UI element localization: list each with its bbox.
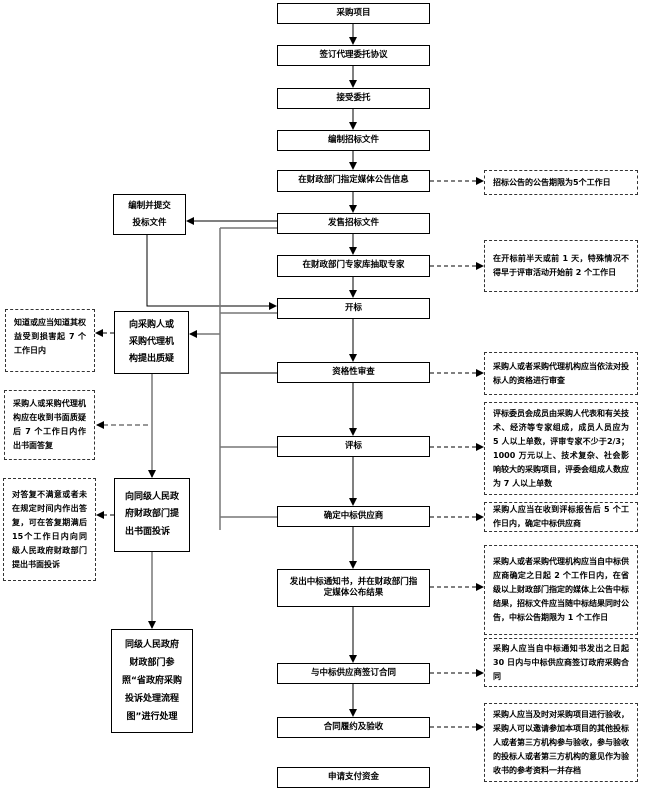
step-select-experts: 在财政部门专家库抽取专家 (277, 255, 430, 277)
note-evaluation-committee: 评标委员会成员由采购人代表和有关技术、经济等专家组成，成员人员应为 5 人以上单… (484, 402, 638, 495)
note-announcement-period: 招标公告的公告期限为5个工作日 (484, 170, 638, 195)
note-determine-winner: 采购人应当在收到评标报告后 5 个工作日内，确定中标供应商 (484, 502, 638, 532)
note-contract-signing: 采购人应当自中标通知书发出之日起 30 日内与中标供应商签订政府采购合同 (484, 638, 638, 687)
note-complaint-deadline: 对答复不满意或者未在规定时间内作出答复，可在答复期满后15个工作日内向同级人民政… (3, 478, 96, 581)
note-acceptance: 采购人应当及时对采购项目进行验收，采购人可以邀请参加本项目的其他投标人或者第三方… (484, 703, 638, 782)
step-bid-opening: 开标 (277, 298, 430, 319)
raise-query: 向采购人或采购代理机构提出质疑 (114, 311, 189, 374)
note-query-deadline: 知道或应当知道其权益受到损害起 7 个工作日内 (5, 309, 95, 372)
note-query-reply: 采购人或采购代理机构应在收到书面质疑后 7 个工作日内作出书面答复 (4, 390, 95, 460)
note-expert-selection: 在开标前半天或前 1 天，特殊情况不得早于评审活动开始前 2 个工作日 (484, 240, 638, 292)
complaint-handling: 同级人民政府财政部门参照“省政府采购投诉处理流程图”进行处理 (111, 629, 193, 733)
note-qualification: 采购人或者采购代理机构应当依法对投标人的资格进行审查 (484, 352, 638, 395)
step-prepare-tender-docs: 编制招标文件 (277, 130, 430, 151)
step-qualification-review: 资格性审查 (277, 362, 430, 383)
step-procurement-project: 采购项目 (277, 3, 430, 24)
step-issue-award-notice: 发出中标通知书，并在财政部门指定媒体公布结果 (277, 569, 430, 607)
step-sell-tender-docs: 发售招标文件 (277, 213, 430, 234)
step-bid-evaluation: 评标 (277, 436, 430, 457)
step-determine-winner: 确定中标供应商 (277, 506, 430, 527)
bidder-prepare-submit: 编制并提交投标文件 (113, 194, 186, 235)
step-publish-announcement: 在财政部门指定媒体公告信息 (277, 170, 430, 192)
step-apply-payment: 申请支付资金 (277, 767, 430, 788)
step-accept-entrustment: 接受委托 (277, 88, 430, 109)
file-complaint: 向同级人民政府财政部门提出书面投诉 (114, 478, 190, 552)
step-contract-acceptance: 合同履约及验收 (277, 717, 430, 738)
note-award-announcement: 采购人或者采购代理机构应当自中标供应商确定之日起 2 个工作日内，在省级以上财政… (484, 545, 638, 635)
step-sign-contract: 与中标供应商签订合同 (277, 663, 430, 684)
step-sign-agency-agreement: 签订代理委托协议 (277, 45, 430, 66)
